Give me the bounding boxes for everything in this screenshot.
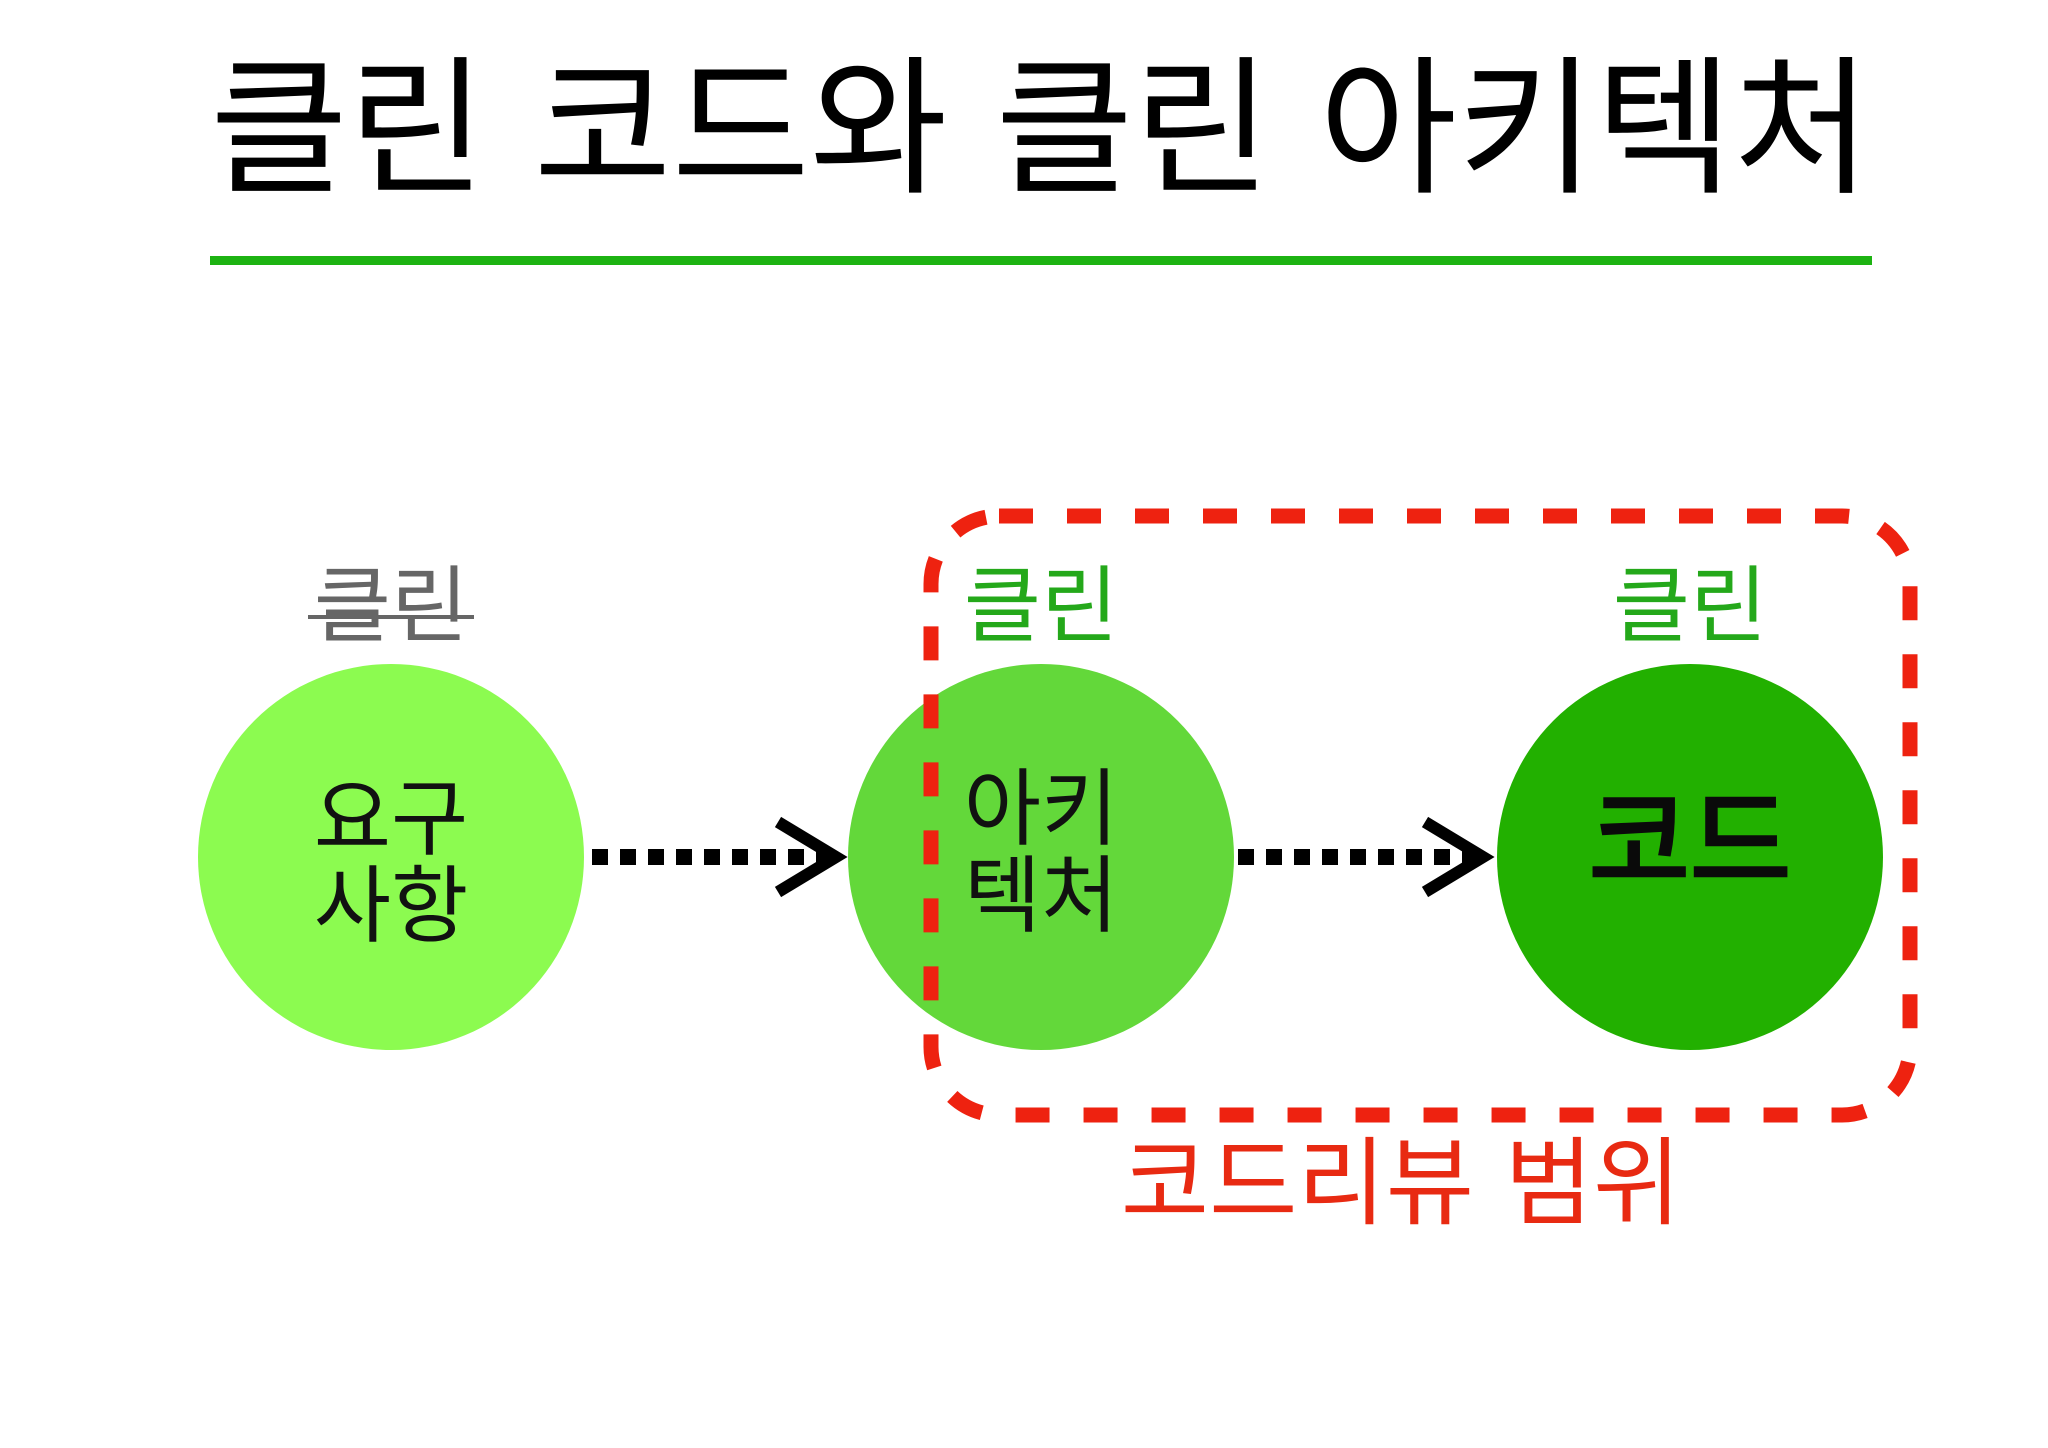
node-label-line1: 요구 <box>314 770 469 868</box>
node-label-line2: 텍처 <box>964 847 1119 945</box>
scope-label: 코드리뷰 범위 <box>1121 1127 1681 1239</box>
arrowhead-icon <box>1421 816 1495 898</box>
node-circle <box>848 664 1234 1050</box>
node-circle <box>1497 664 1883 1050</box>
node-label-line1: 아키 <box>964 760 1119 858</box>
scope-dashed-border <box>923 508 1918 1123</box>
code-review-scope: 코드리뷰 범위 <box>923 508 1918 1239</box>
arrowhead-icon <box>774 816 848 898</box>
page-title: 클린 코드와 클린 아키텍처 <box>210 43 1872 217</box>
arrow-architecture-to-code <box>1238 816 1495 898</box>
clean-label-struck: 클린 <box>314 557 469 655</box>
node-requirements: 요구 사항 클린 <box>198 557 584 1050</box>
clean-label: 클린 <box>964 557 1119 655</box>
node-circle <box>198 664 584 1050</box>
title-underline <box>210 256 1872 265</box>
clean-label: 클린 <box>1613 557 1768 655</box>
node-label: 코드 <box>1589 778 1791 906</box>
node-code: 코드 클린 <box>1497 557 1883 1050</box>
node-label-line2: 사항 <box>314 857 469 955</box>
arrow-requirements-to-architecture <box>592 816 848 898</box>
node-architecture: 아키 텍처 클린 <box>848 557 1234 1050</box>
